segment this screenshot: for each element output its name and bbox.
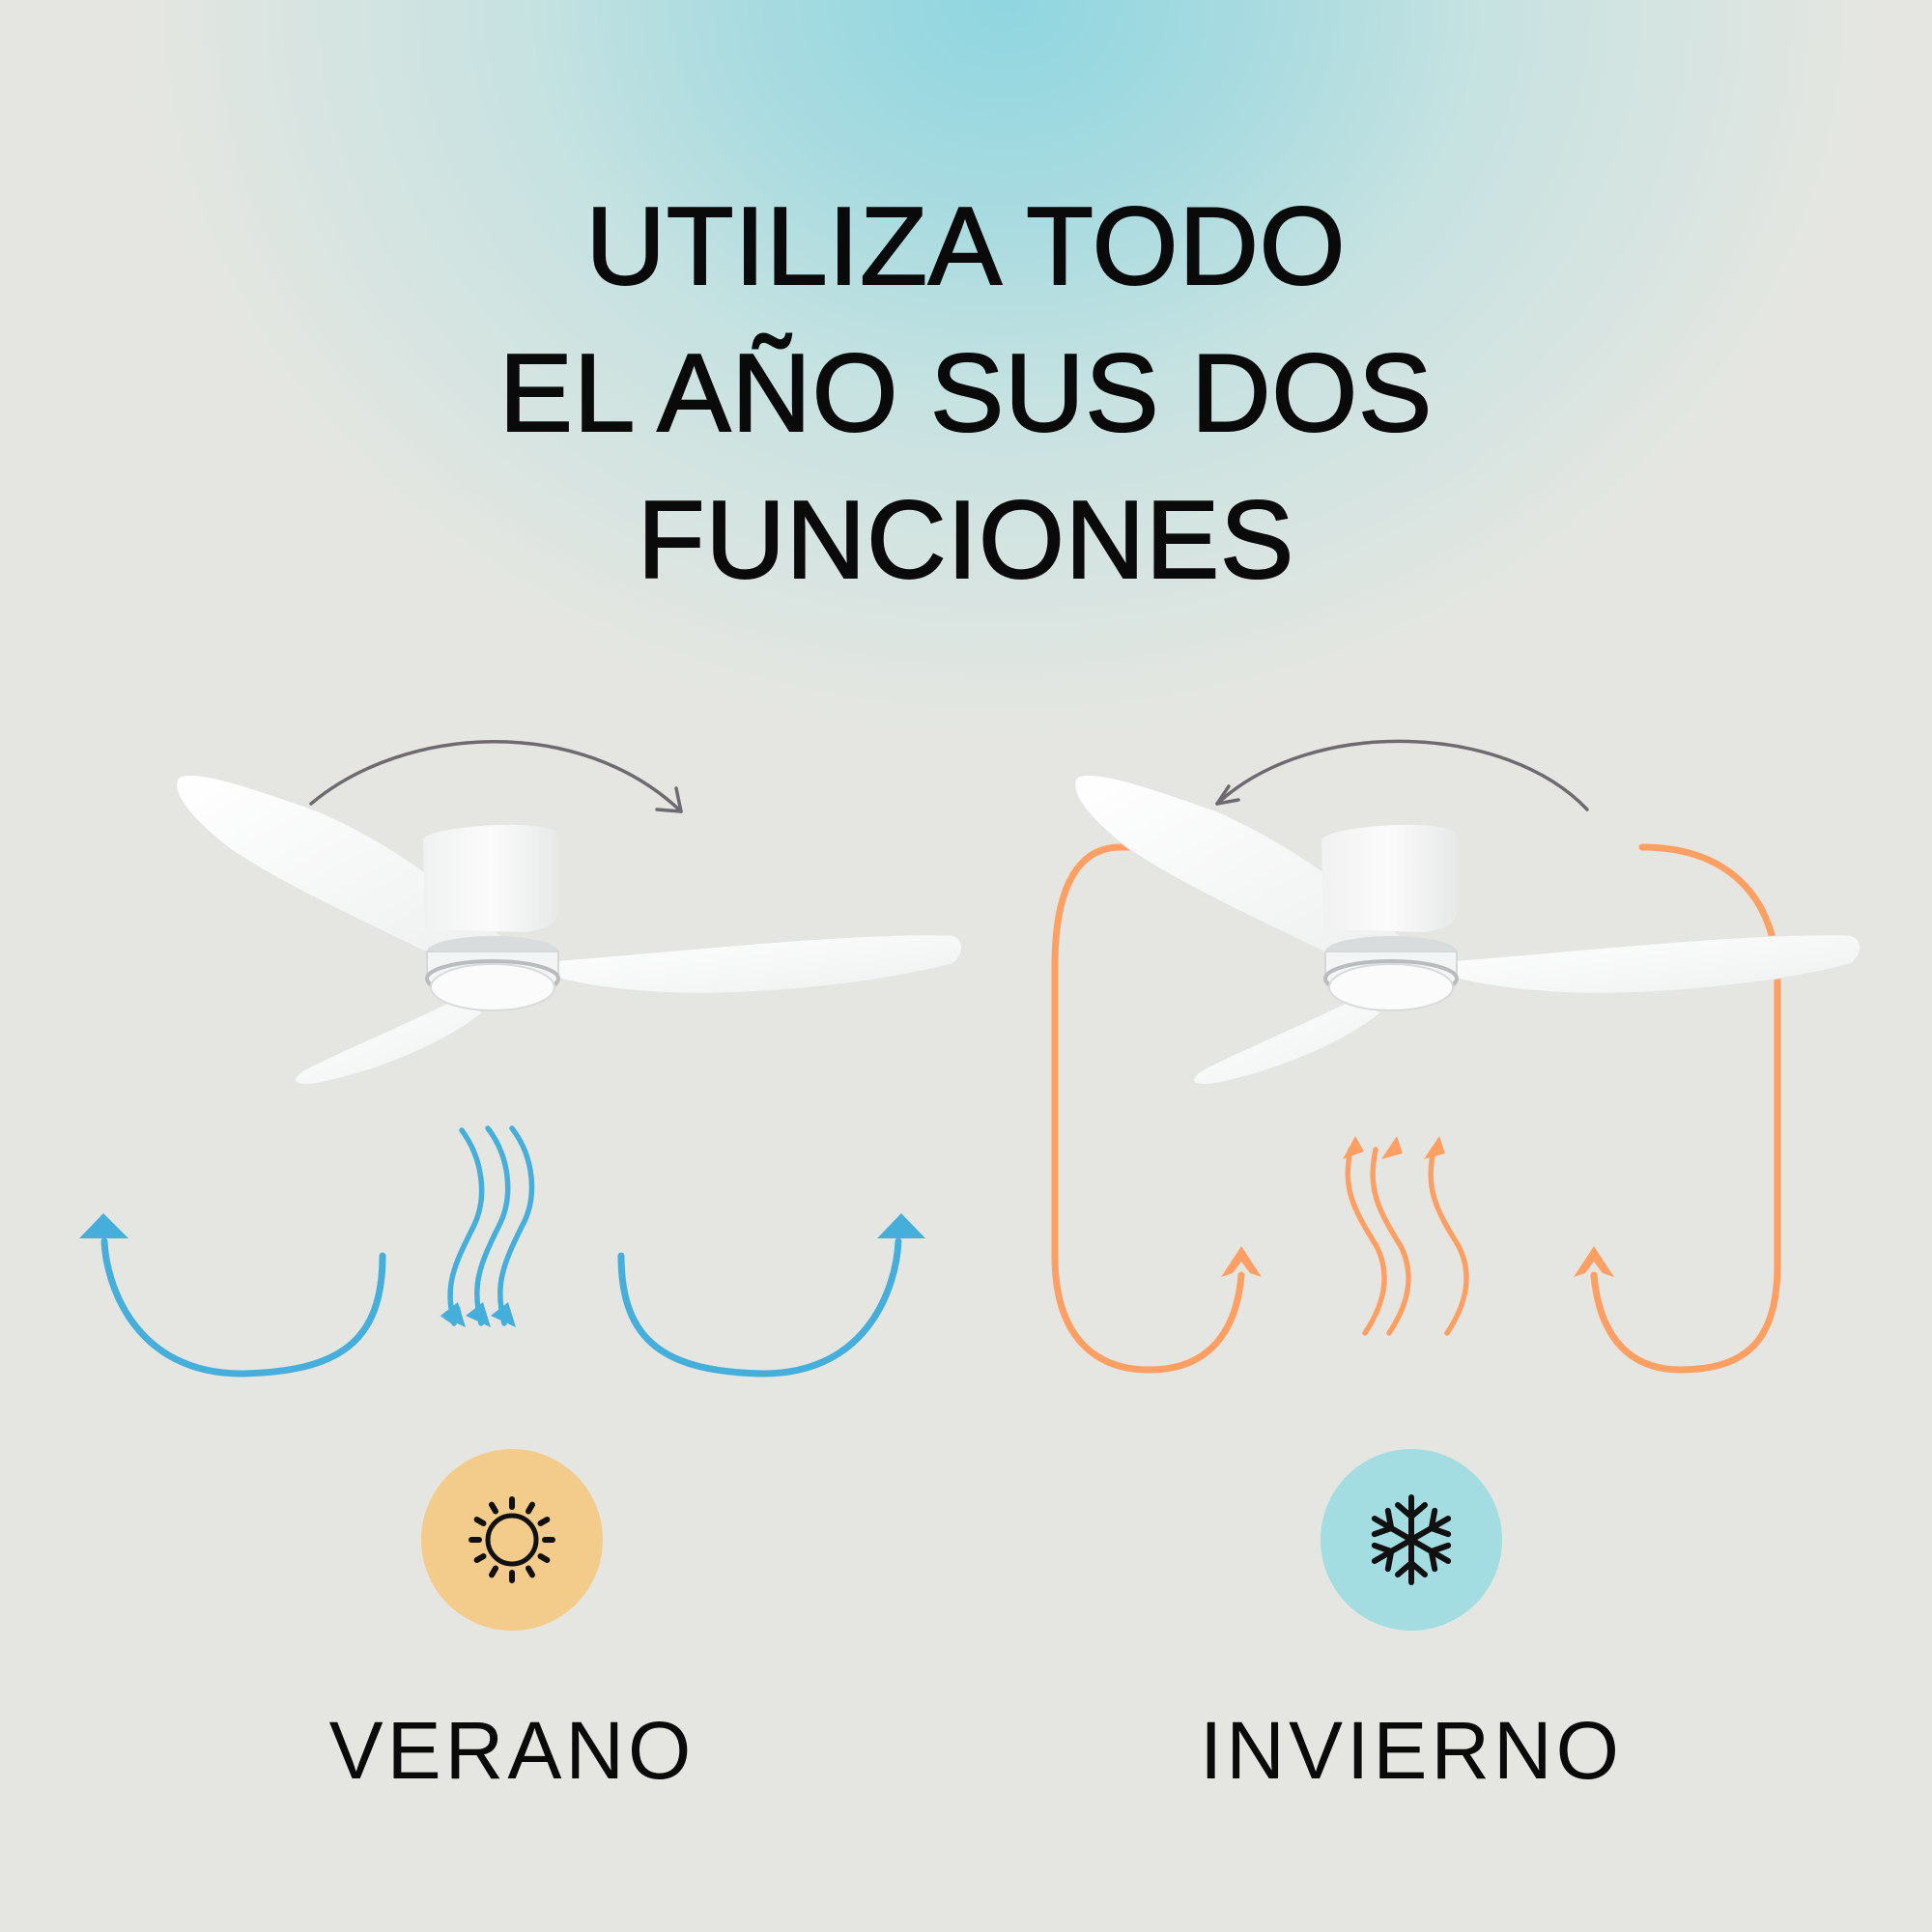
fan-light [430, 963, 555, 1011]
winter-badge [1321, 1449, 1502, 1631]
rotation-arrow-counterclockwise-icon [1215, 739, 1589, 811]
headline-line-3: FUNCIONES [637, 478, 1295, 603]
winter-fan [1074, 739, 1861, 1086]
snowflake-icon [1371, 1494, 1452, 1585]
headline: UTILIZA TODO EL AÑO SUS DOS FUNCIONES [0, 174, 1932, 614]
airflow-arrow-right-loop [1590, 843, 1781, 1374]
arrow-head-up-icon [1221, 1246, 1262, 1277]
winter-label: INVIERNO [1199, 1705, 1624, 1796]
headline-line-1: UTILIZA TODO [585, 185, 1347, 309]
airflow-arrow-left-loop [1051, 843, 1245, 1374]
fan-canopy [1321, 824, 1457, 932]
arrow-head-up-icon [1343, 1136, 1364, 1159]
sun-icon [469, 1496, 555, 1583]
headline-line-2: EL AÑO SUS DOS [498, 331, 1434, 456]
summer-badge [421, 1449, 603, 1631]
winter-airflow [1051, 843, 1781, 1374]
fan-blade-right [550, 934, 962, 994]
fan-blade-bottom [295, 999, 484, 1086]
summer-fan [176, 740, 962, 1086]
arrow-head-up-icon [79, 1213, 128, 1238]
airflow-arrow-left-loop [100, 1237, 386, 1378]
rotation-arrow-clockwise-icon [309, 740, 683, 813]
fan-light [1328, 963, 1454, 1011]
summer-airflow [79, 1120, 925, 1378]
arrow-head-up-icon [1574, 1246, 1614, 1277]
fan-canopy [423, 824, 558, 932]
fan-blade-right [1448, 934, 1861, 994]
fan-blade-bottom [1193, 999, 1382, 1086]
airflow-arrow-right-loop [617, 1237, 902, 1378]
summer-label: VERANO [328, 1705, 696, 1796]
arrow-head-up-icon [877, 1213, 925, 1238]
